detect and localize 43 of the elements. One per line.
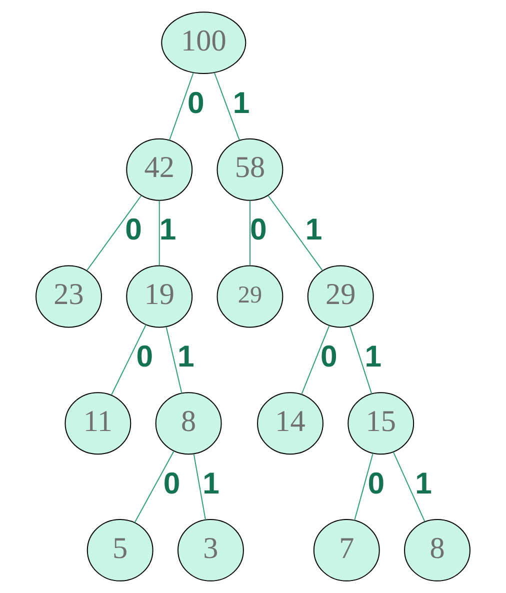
connector	[168, 72, 194, 140]
edge-label: 0	[320, 340, 338, 374]
edge-label: 0	[250, 214, 267, 247]
node-circle: 58	[216, 138, 284, 201]
edge-label: 1	[364, 340, 382, 374]
node-circle: 8	[404, 519, 470, 582]
node-ellipse: 100	[161, 12, 246, 74]
node-circle: 8	[155, 392, 222, 455]
node-circle: 23	[36, 265, 102, 328]
connector	[166, 326, 182, 394]
edge-label: 1	[159, 214, 176, 247]
edge-label: 0	[136, 340, 154, 374]
connector	[249, 200, 250, 266]
node-circle: 15	[348, 392, 414, 455]
connector	[349, 326, 372, 394]
connector	[193, 454, 206, 520]
connector	[158, 200, 160, 266]
edge-label: 1	[232, 86, 250, 120]
edge-label: 1	[305, 214, 322, 247]
node-circle: 5	[86, 519, 154, 582]
connector	[301, 325, 330, 395]
edge-label: 1	[415, 467, 432, 500]
node-circle: 7	[313, 519, 380, 582]
connector	[86, 195, 142, 271]
connector	[111, 324, 146, 396]
edge-label: 1	[177, 340, 194, 374]
node-circle: 29	[307, 265, 374, 328]
node-circle: 14	[257, 392, 324, 455]
connector	[214, 72, 240, 140]
node-circle: 29	[216, 265, 284, 328]
node-circle: 42	[126, 138, 193, 201]
connector	[134, 450, 174, 523]
edge-label: 1	[202, 467, 220, 500]
node-circle: 19	[126, 265, 193, 328]
edge-label: 0	[125, 214, 142, 247]
node-circle: 3	[177, 519, 244, 582]
connector	[392, 452, 426, 522]
edge-label: 0	[368, 467, 385, 500]
edge-label: 0	[163, 467, 180, 500]
node-circle: 11	[64, 392, 132, 455]
connector	[354, 453, 374, 521]
connector	[268, 195, 323, 271]
edge-label: 0	[188, 86, 204, 120]
